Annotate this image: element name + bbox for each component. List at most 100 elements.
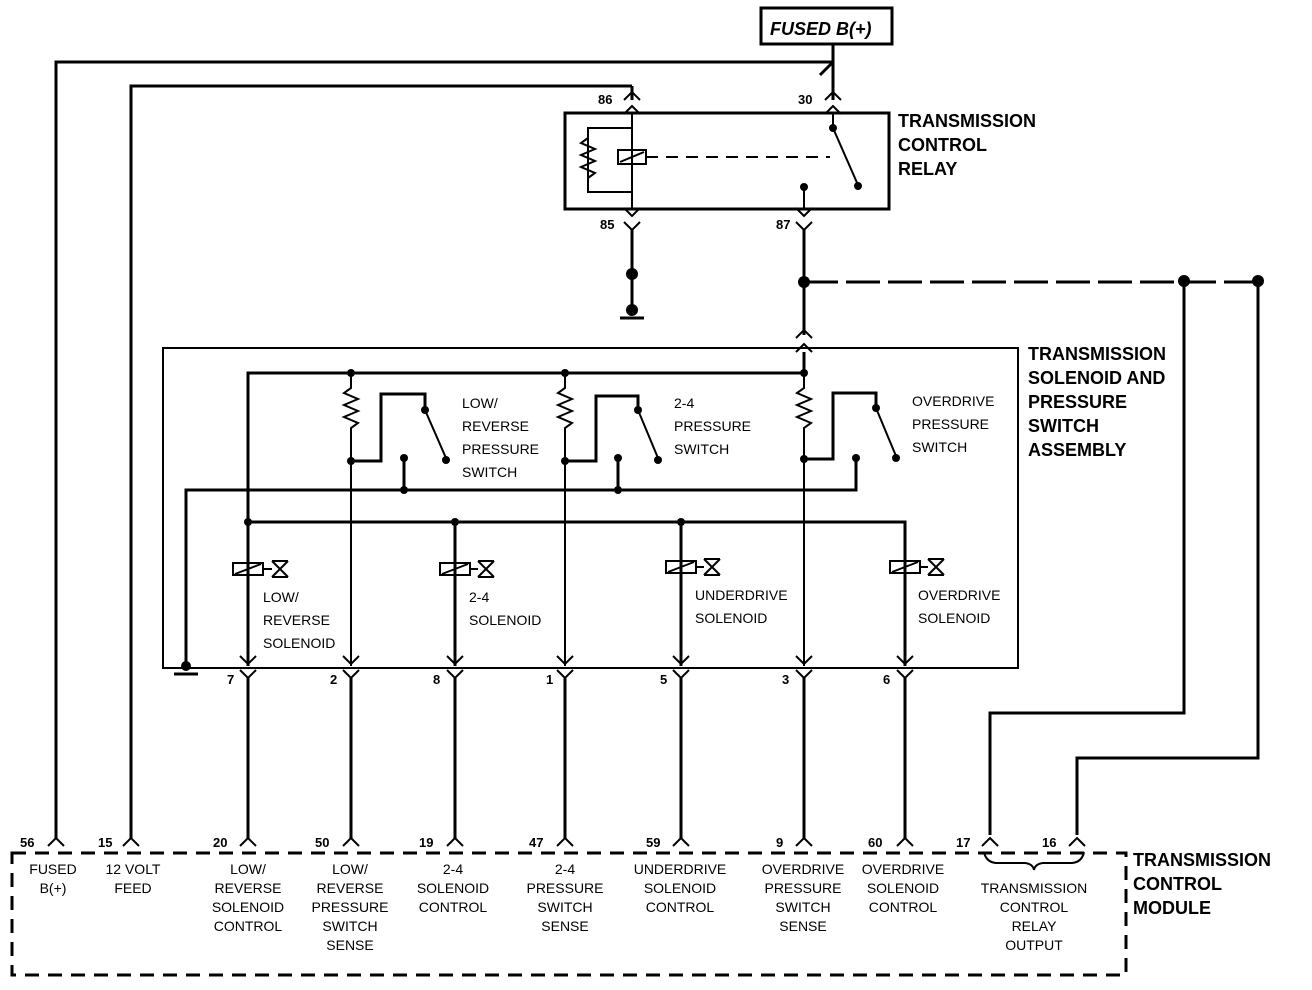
assembly-title-line: TRANSMISSION — [1028, 344, 1166, 364]
svg-text:2-4: 2-4 — [443, 861, 463, 877]
pin-label-86: 86 — [598, 92, 612, 107]
svg-text:59: 59 — [646, 835, 660, 850]
tcm-box — [10, 851, 1128, 977]
relay-title-line: RELAY — [898, 159, 957, 179]
svg-text:CONTROL: CONTROL — [1000, 899, 1069, 915]
assembly-pin-label: 7 — [227, 672, 234, 687]
connector-87 — [795, 207, 813, 232]
svg-text:SENSE: SENSE — [541, 918, 588, 934]
svg-text:2-4: 2-4 — [674, 395, 694, 411]
low-reverse-switch-label: LOW/ REVERSE PRESSURE SWITCH — [462, 395, 539, 480]
relay-title-line: CONTROL — [898, 135, 987, 155]
relay-resistor — [578, 137, 598, 179]
underdrive-solenoid-symbol — [665, 558, 721, 576]
svg-text:FEED: FEED — [114, 880, 151, 896]
svg-text:SOLENOID: SOLENOID — [469, 612, 541, 628]
low-reverse-solenoid-label: LOW/ REVERSE SOLENOID — [263, 589, 335, 651]
svg-text:19: 19 — [419, 835, 433, 850]
svg-text:SENSE: SENSE — [779, 918, 826, 934]
svg-text:SOLENOID: SOLENOID — [644, 880, 716, 896]
tcm-relay-output-label: TRANSMISSION CONTROL RELAY OUTPUT — [981, 880, 1088, 953]
overdrive-switch-blade — [875, 407, 897, 457]
2-4-switch-blade — [637, 409, 659, 459]
solenoid-feed-bus — [248, 520, 907, 666]
svg-text:47: 47 — [529, 835, 543, 850]
svg-text:SOLENOID: SOLENOID — [263, 635, 335, 651]
svg-text:LOW/: LOW/ — [332, 861, 368, 877]
svg-text:SOLENOID: SOLENOID — [695, 610, 767, 626]
svg-text:SOLENOID: SOLENOID — [867, 880, 939, 896]
wire-to-tcm17 — [988, 281, 1186, 835]
tcm-title-line: TRANSMISSION — [1133, 850, 1271, 870]
tcm-terminal-12v-label: 12 VOLT FEED — [106, 861, 161, 896]
svg-text:REVERSE: REVERSE — [263, 612, 330, 628]
svg-text:UNDERDRIVE: UNDERDRIVE — [634, 861, 727, 877]
svg-text:CONTROL: CONTROL — [214, 918, 283, 934]
pin-label-30: 30 — [798, 92, 812, 107]
assembly-pin-label: 5 — [660, 672, 667, 687]
overdrive-solenoid-label: OVERDRIVE SOLENOID — [918, 587, 1000, 626]
assembly-pin-label: 8 — [433, 672, 440, 687]
fused-bplus-label: FUSED B(+) — [770, 19, 872, 39]
wire-relay86-to-tcm15 — [129, 84, 632, 838]
assembly-title-line: ASSEMBLY — [1028, 440, 1126, 460]
ground-bus — [184, 458, 858, 666]
connector-86 — [623, 90, 641, 115]
svg-text:SOLENOID: SOLENOID — [918, 610, 990, 626]
overdrive-solenoid-symbol — [889, 558, 945, 576]
assembly-title-line: SOLENOID AND — [1028, 368, 1165, 388]
overdrive-switch-resistor — [794, 373, 814, 666]
relay-resistor-loop — [587, 127, 632, 193]
svg-text:PRESSURE: PRESSURE — [526, 880, 603, 896]
svg-text:REVERSE: REVERSE — [462, 418, 529, 434]
svg-text:OVERDRIVE: OVERDRIVE — [918, 587, 1000, 603]
tcm-terminal-od-solenoid-label: OVERDRIVE SOLENOID CONTROL — [862, 861, 944, 915]
assembly-pin-label: 6 — [883, 672, 890, 687]
assembly-pin-label: 1 — [546, 672, 553, 687]
svg-text:SWITCH: SWITCH — [537, 899, 592, 915]
svg-text:60: 60 — [868, 835, 882, 850]
wire-fused-diagonal — [818, 60, 835, 77]
svg-text:SOLENOID: SOLENOID — [212, 899, 284, 915]
svg-text:SWITCH: SWITCH — [462, 464, 517, 480]
svg-text:50: 50 — [315, 835, 329, 850]
2-4-solenoid-symbol — [439, 560, 495, 578]
underdrive-solenoid-label: UNDERDRIVE SOLENOID — [695, 587, 788, 626]
svg-text:SWITCH: SWITCH — [322, 918, 377, 934]
low-reverse-solenoid-symbol — [232, 560, 289, 578]
svg-text:SWITCH: SWITCH — [775, 899, 830, 915]
overdrive-switch-label: OVERDRIVE PRESSURE SWITCH — [912, 393, 994, 455]
wires-assembly-to-tcm — [246, 678, 907, 838]
connector-85 — [623, 207, 641, 232]
low-reverse-switch-blade — [424, 409, 447, 459]
svg-text:2-4: 2-4 — [555, 861, 575, 877]
tcm-connectors — [47, 836, 1086, 847]
tcm-terminal-lr-solenoid-label: LOW/ REVERSE SOLENOID CONTROL — [212, 861, 284, 934]
relay-output-bracket — [983, 851, 1085, 871]
relay-box — [563, 111, 891, 211]
svg-text:17: 17 — [956, 835, 970, 850]
svg-text:OUTPUT: OUTPUT — [1005, 937, 1063, 953]
svg-text:SOLENOID: SOLENOID — [417, 880, 489, 896]
svg-text:FUSED: FUSED — [29, 861, 76, 877]
2-4-switch-resistor — [555, 373, 575, 666]
wire-to-tcm16 — [1075, 281, 1260, 835]
fused-bplus-box — [759, 6, 894, 46]
svg-text:REVERSE: REVERSE — [317, 880, 384, 896]
tcm-terminal-fused-label: FUSED B(+) — [29, 861, 76, 896]
svg-text:PRESSURE: PRESSURE — [912, 416, 989, 432]
pin-label-87: 87 — [776, 217, 790, 232]
tcm-terminal-lr-switch-label: LOW/ REVERSE PRESSURE SWITCH SENSE — [311, 861, 388, 953]
svg-text:OVERDRIVE: OVERDRIVE — [862, 861, 944, 877]
tcm-terminal-24-switch-label: 2-4 PRESSURE SWITCH SENSE — [526, 861, 603, 934]
relay-title-line: TRANSMISSION — [898, 111, 1036, 131]
low-reverse-switch-resistor — [341, 373, 361, 666]
svg-text:OVERDRIVE: OVERDRIVE — [762, 861, 844, 877]
relay-switch-blade — [832, 114, 859, 186]
2-4-switch-label: 2-4 PRESSURE SWITCH — [674, 395, 751, 457]
assembly-title-line: SWITCH — [1028, 416, 1099, 436]
connector-assembly-top — [795, 328, 813, 353]
assembly-pin-label: 3 — [782, 672, 789, 687]
2-4-solenoid-label: 2-4 SOLENOID — [469, 589, 541, 628]
